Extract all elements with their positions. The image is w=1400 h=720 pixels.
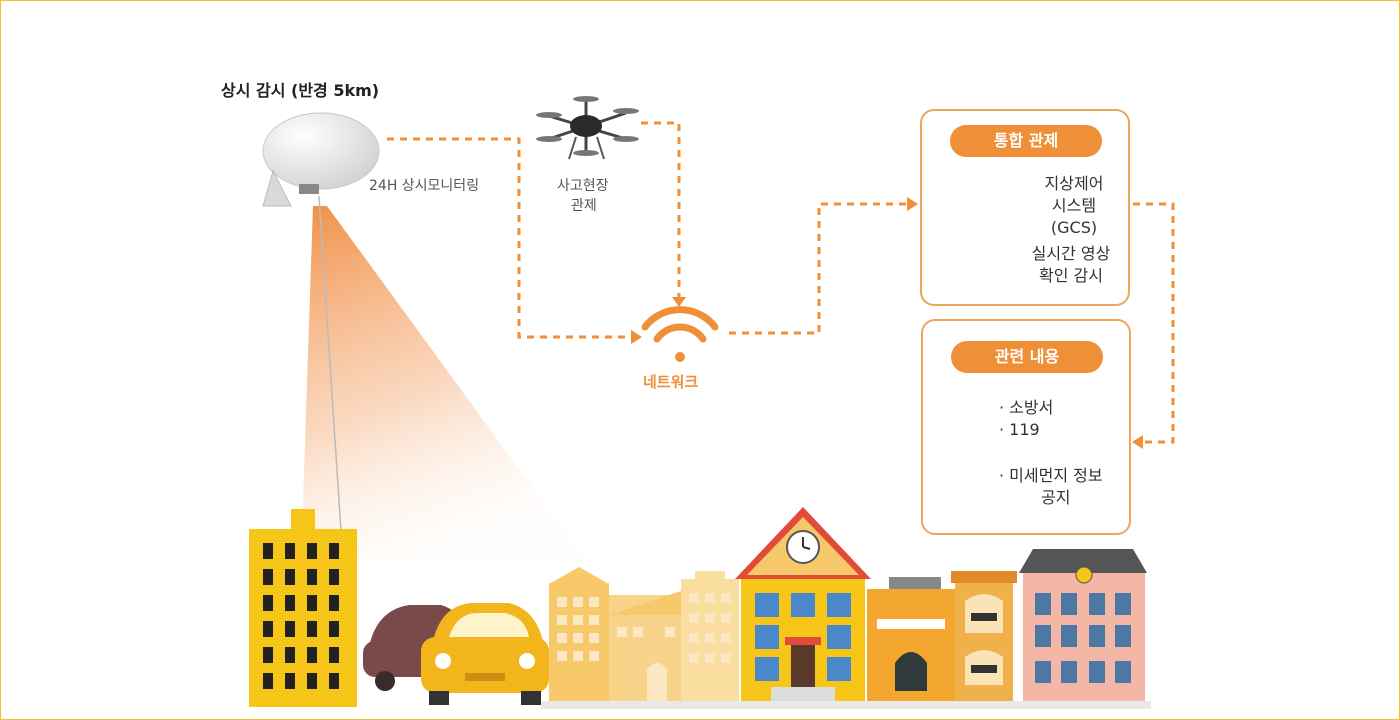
arrow-head-drone — [672, 297, 686, 307]
related-panel: 관련 내용 · 소방서 · 119 · 미세먼지 정보 공지 — [921, 319, 1131, 535]
control-header: 통합 관제 — [950, 125, 1102, 157]
arrow-head-related — [1132, 435, 1143, 449]
dust-line1: · 미세먼지 정보 — [999, 466, 1103, 485]
gcs-line1: 지상제어 — [1044, 174, 1104, 193]
network-label: 네트워크 — [643, 373, 699, 391]
drone-label-line1: 사고현장 — [557, 178, 609, 194]
drone-icon — [536, 96, 639, 160]
balloon-icon — [262, 112, 380, 207]
tether-line — [318, 195, 342, 532]
gcs-line2: 시스템 — [1051, 196, 1097, 215]
surveillance-beam — [301, 206, 586, 561]
connector-control-related — [1133, 202, 1175, 444]
drone-label-line2: 관제 — [571, 198, 597, 214]
connector-network-control — [729, 202, 909, 335]
arrow-heads — [631, 197, 1143, 449]
monitor-label: 24H 상시모니터링 — [369, 178, 480, 194]
dust-line2: 공지 — [1041, 488, 1071, 507]
balloon-title: 상시 감시 (반경 5km) — [221, 81, 380, 100]
fire-line2: · 119 — [999, 420, 1040, 439]
connector-lines — [387, 121, 1175, 444]
arrow-head-control — [907, 197, 918, 211]
fire-line1: · 소방서 — [999, 398, 1054, 417]
connector-drone-network — [641, 121, 681, 299]
related-header: 관련 내용 — [951, 341, 1103, 373]
video-line1: 실시간 영상 — [1031, 244, 1111, 263]
wifi-icon — [641, 306, 719, 362]
control-panel: 통합 관제 지상제어 시스템 (GCS) 실시간 영상 확인 감시 — [920, 109, 1130, 306]
gcs-line3: (GCS) — [1050, 218, 1098, 237]
arrow-head-balloon — [631, 330, 642, 344]
cityscape — [249, 507, 1151, 709]
video-line2: 확인 감시 — [1039, 266, 1103, 285]
connector-balloon-network — [387, 137, 629, 339]
video-text: 실시간 영상 확인 감시 — [1016, 243, 1126, 287]
gcs-text: 지상제어 시스템 (GCS) — [1022, 173, 1126, 239]
